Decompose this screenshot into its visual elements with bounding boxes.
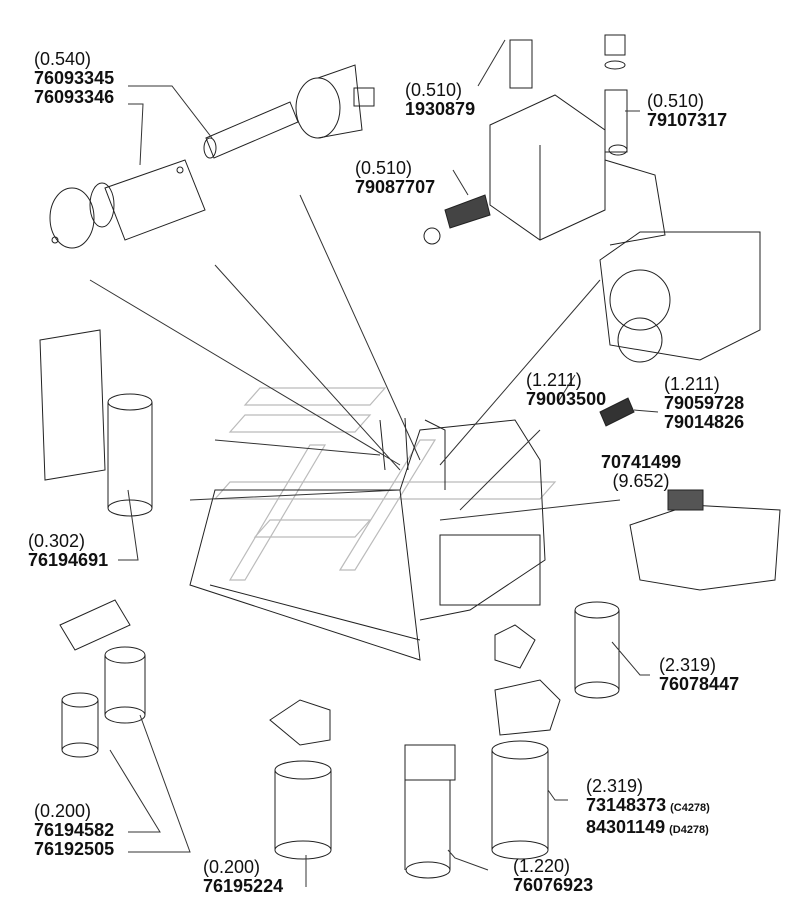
part-number-row: 84301149(D4278)	[586, 818, 710, 840]
callout-engine-filter: (2.319) 73148373(C4278) 84301149(D4278)	[586, 777, 710, 840]
callout-suction-filter: (0.510) 79087707	[355, 159, 435, 197]
part-number: 79003500	[526, 389, 607, 409]
callout-oil-filter: (0.200) 76194582 76192505	[34, 802, 114, 859]
callout-quantity: (9.652)	[612, 471, 670, 491]
fuel-filter-drawing	[269, 699, 332, 860]
callout-air-filter: (0.540) 76093345 76093346	[34, 50, 114, 107]
callout-transmission-filter-b: (1.211) 79059728 79014826	[664, 375, 744, 432]
return-filter-drawing	[404, 624, 536, 879]
part-number: 79014826	[664, 412, 745, 432]
callout-inline-filter: (2.319) 76078447	[659, 656, 739, 694]
part-number: 76093345	[34, 68, 115, 88]
part-number: 79087707	[355, 177, 436, 197]
callout-return-filter: (1.220) 76076923	[513, 857, 593, 895]
callout-quantity: (0.510)	[405, 80, 463, 100]
variant-code: (C4278)	[670, 802, 710, 814]
callout-quantity: (0.510)	[355, 158, 413, 178]
part-number: 76194582	[34, 820, 115, 840]
callout-quantity: (1.220)	[513, 856, 571, 876]
cabin-filter-drawing	[629, 489, 781, 591]
hydraulic-filter-drawing	[39, 329, 153, 517]
callout-transmission-filter-a: (1.211) 79003500	[526, 371, 606, 409]
callout-breather-filter: (0.510) 79107317	[647, 92, 727, 130]
callout-quantity: (0.302)	[28, 531, 86, 551]
callout-tank-filter: (0.510) 1930879	[405, 81, 475, 119]
part-number: 1930879	[405, 99, 476, 119]
watermark-logo	[213, 387, 557, 581]
engine-filter-drawing	[491, 679, 561, 860]
variant-code: (D4278)	[669, 824, 709, 836]
part-number: 76093346	[34, 87, 115, 107]
part-number: 76076923	[513, 875, 594, 895]
part-number: 70741499	[601, 452, 682, 472]
callout-quantity: (0.540)	[34, 49, 92, 69]
suction-filter-drawing	[423, 194, 491, 245]
part-number: 76078447	[659, 674, 740, 694]
callout-quantity: (1.211)	[526, 370, 582, 390]
part-number: 76194691	[28, 550, 109, 570]
callout-quantity: (2.319)	[659, 655, 717, 675]
callout-quantity: (0.200)	[34, 801, 92, 821]
part-number: 79107317	[647, 110, 728, 130]
callout-quantity: (1.211)	[664, 374, 720, 394]
hydraulic-tank-drawing	[489, 34, 666, 246]
callout-quantity: (2.319)	[586, 776, 644, 796]
callout-hydraulic-filter: (0.302) 76194691	[28, 532, 108, 570]
inline-filter-drawing	[574, 601, 620, 699]
oil-filter-drawing	[59, 599, 146, 758]
part-number: 79059728	[664, 393, 745, 413]
part-number: 73148373	[586, 795, 667, 815]
part-number-row: 73148373(C4278)	[586, 796, 710, 818]
part-number: 84301149	[586, 817, 666, 837]
part-number: 76195224	[203, 876, 284, 896]
part-number: 76192505	[34, 839, 115, 859]
transmission-drawing	[599, 231, 761, 427]
callout-cabin-filter: 70741499 (9.652)	[601, 453, 681, 491]
leader-lines	[89, 39, 659, 887]
callout-quantity: (0.200)	[203, 857, 261, 877]
callout-fuel-filter: (0.200) 76195224	[203, 858, 283, 896]
callout-quantity: (0.510)	[647, 91, 705, 111]
air-filter-drawing	[49, 64, 375, 249]
